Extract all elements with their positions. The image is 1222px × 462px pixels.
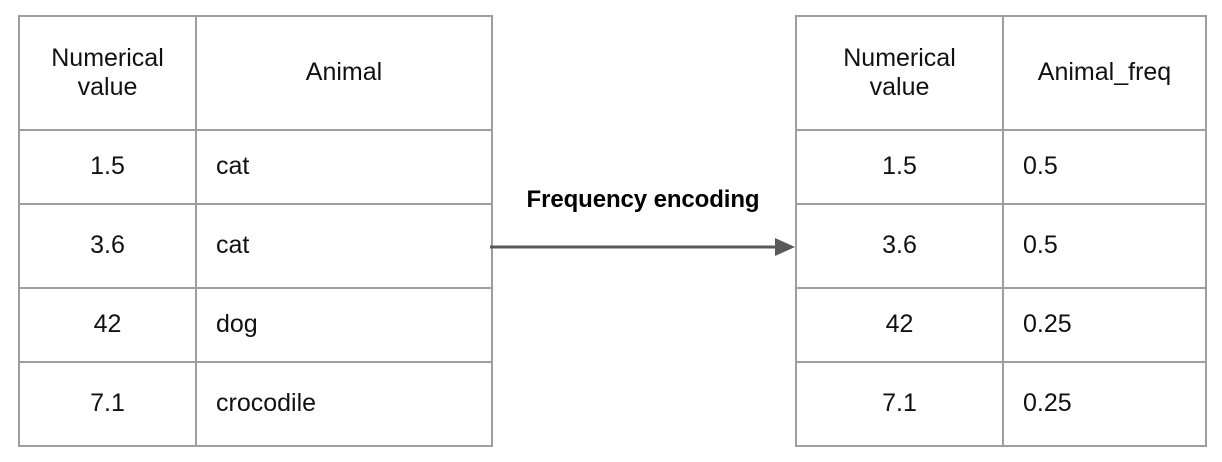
table-row: 1.5 0.5: [795, 129, 1207, 205]
table-row: 42 dog: [18, 287, 493, 363]
header-line-2: value: [77, 73, 138, 101]
table-row: 3.6 cat: [18, 203, 493, 289]
right-arrow-icon: [490, 238, 795, 256]
output-cell-animal-freq: 0.25: [1002, 287, 1207, 363]
arrow-label: Frequency encoding: [526, 186, 760, 213]
transformation-arrow-group: Frequency encoding: [489, 186, 797, 262]
table-row: 1.5 cat: [18, 129, 493, 205]
output-table: Numerical value Animal_freq 1.5 0.5 3.6 …: [795, 15, 1207, 447]
input-header-animal: Animal: [195, 15, 493, 131]
input-cell-numerical-value: 3.6: [18, 203, 197, 289]
header-line-2: value: [869, 73, 930, 101]
header-line-1: Numerical: [843, 43, 956, 72]
table-row: 7.1 0.25: [795, 361, 1207, 447]
input-cell-numerical-value: 7.1: [18, 361, 197, 447]
input-header-numerical-value: Numerical value: [18, 15, 197, 131]
output-cell-numerical-value: 7.1: [795, 361, 1004, 447]
input-cell-animal: crocodile: [195, 361, 493, 447]
input-cell-numerical-value: 42: [18, 287, 197, 363]
output-cell-numerical-value: 3.6: [795, 203, 1004, 289]
output-header-animal-freq: Animal_freq: [1002, 15, 1207, 131]
table-row: 7.1 crocodile: [18, 361, 493, 447]
output-cell-animal-freq: 0.5: [1002, 203, 1207, 289]
output-cell-numerical-value: 42: [795, 287, 1004, 363]
output-cell-numerical-value: 1.5: [795, 129, 1004, 205]
table-row: 42 0.25: [795, 287, 1207, 363]
output-header-numerical-value: Numerical value: [795, 15, 1004, 131]
input-table: Numerical value Animal 1.5 cat 3.6 cat 4…: [18, 15, 493, 447]
input-cell-animal: cat: [195, 203, 493, 289]
output-cell-animal-freq: 0.5: [1002, 129, 1207, 205]
output-table-header-row: Numerical value Animal_freq: [795, 15, 1207, 131]
output-cell-animal-freq: 0.25: [1002, 361, 1207, 447]
table-row: 3.6 0.5: [795, 203, 1207, 289]
input-cell-numerical-value: 1.5: [18, 129, 197, 205]
header-line-1: Numerical: [51, 43, 164, 72]
input-table-header-row: Numerical value Animal: [18, 15, 493, 131]
input-cell-animal: dog: [195, 287, 493, 363]
input-cell-animal: cat: [195, 129, 493, 205]
